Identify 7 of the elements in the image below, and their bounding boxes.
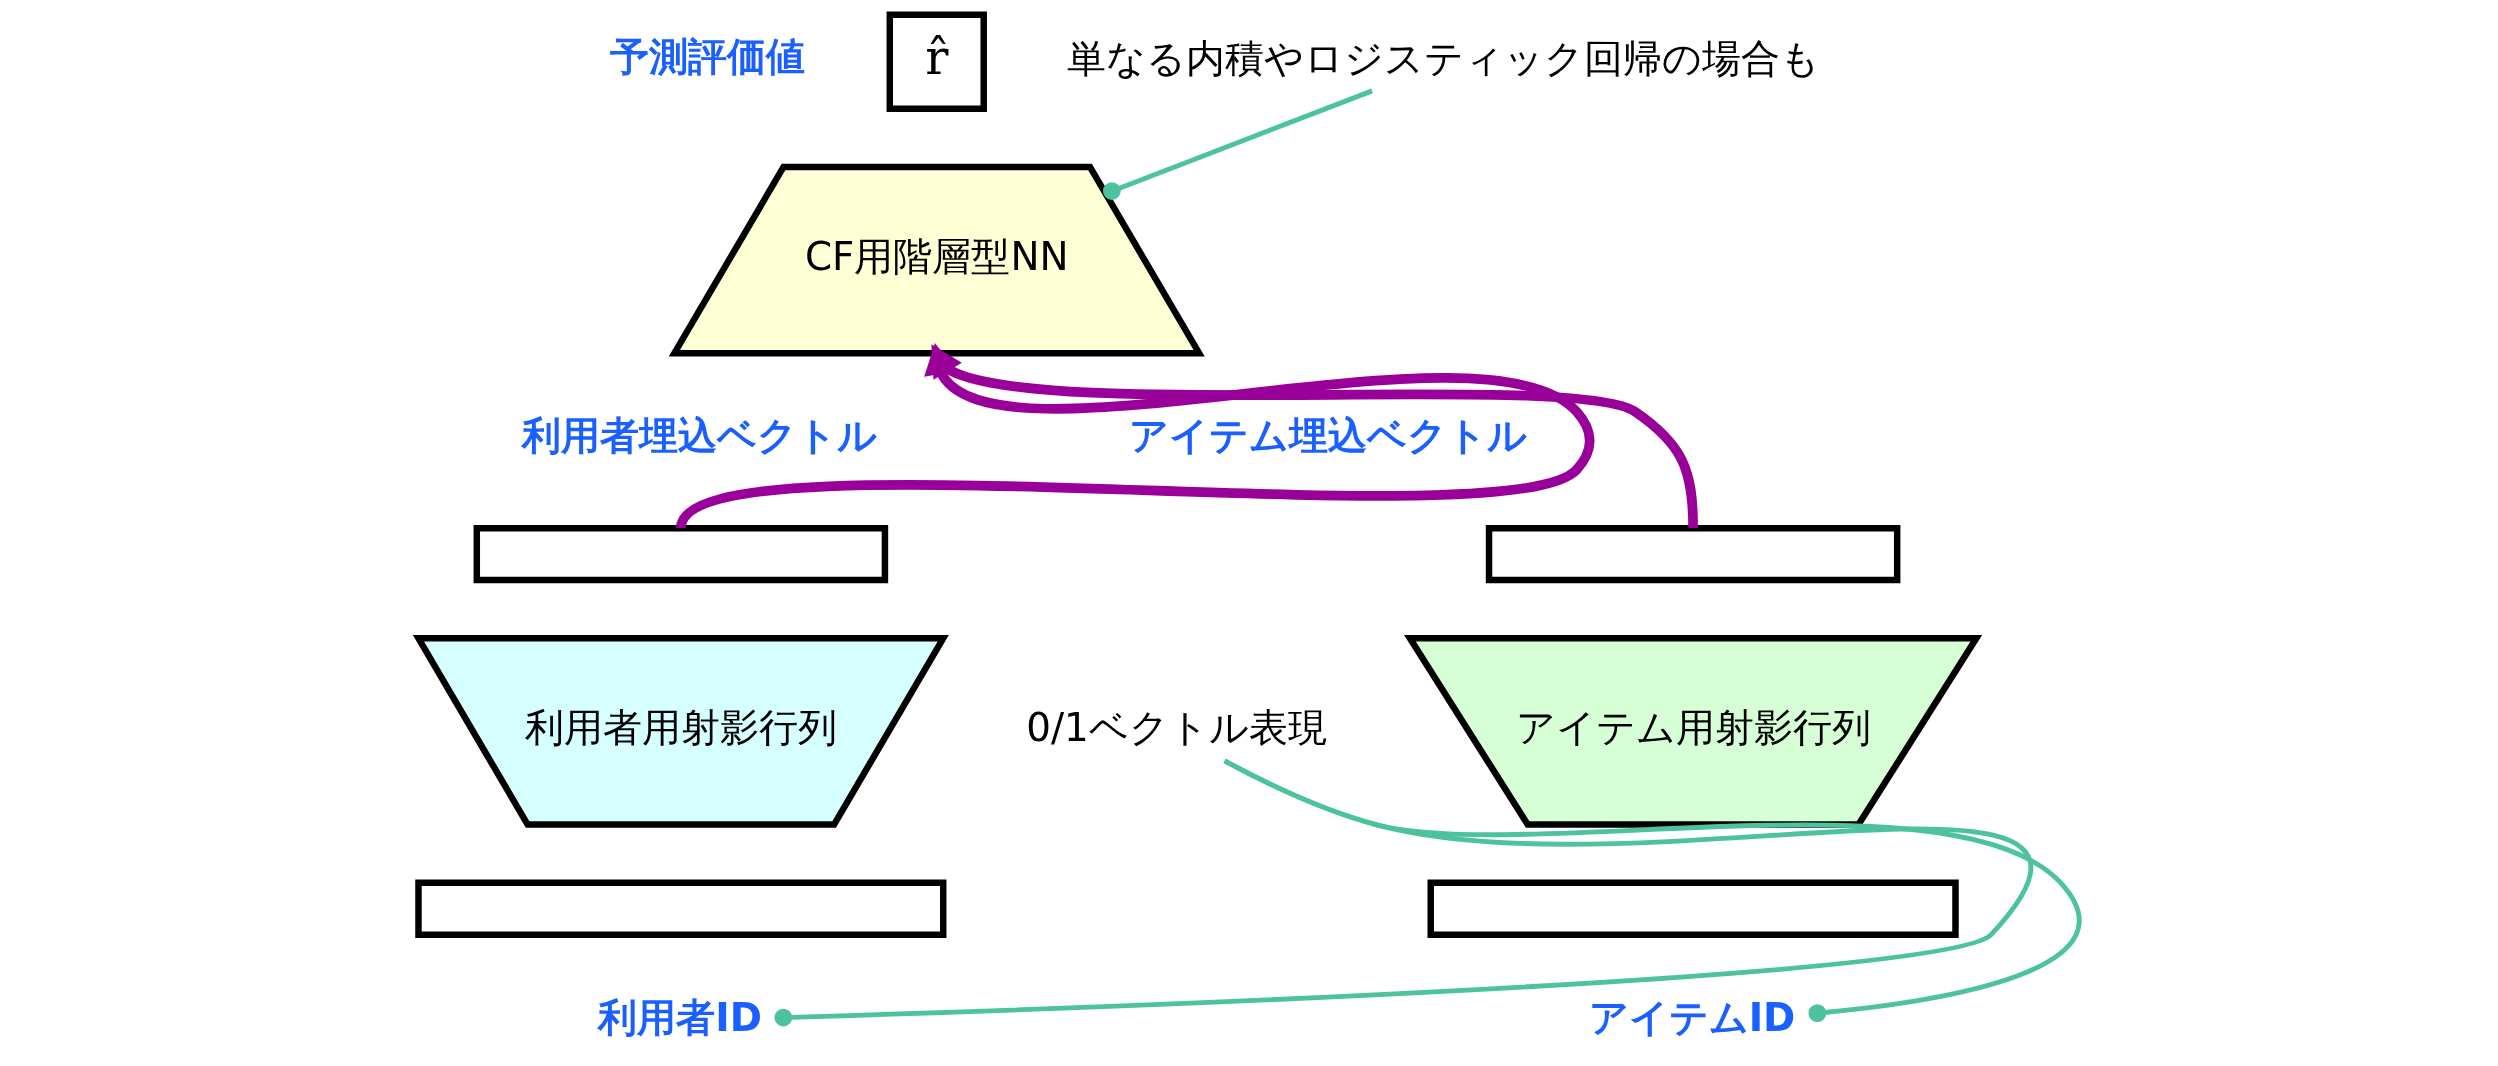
node-text: アイテムID	[1588, 994, 1796, 1040]
node-label: 利用者埋込ベクトル	[522, 413, 878, 459]
node-text: 0/1ベクトル表現	[1026, 705, 1327, 751]
node-text: 利用者ID	[598, 994, 762, 1040]
node-label: アイテム埋込ベクトル	[1128, 413, 1527, 459]
node-label: 予測評価値	[610, 34, 806, 80]
node-text: 単なる内積やロジスティック回帰の場合も	[1067, 35, 1821, 81]
